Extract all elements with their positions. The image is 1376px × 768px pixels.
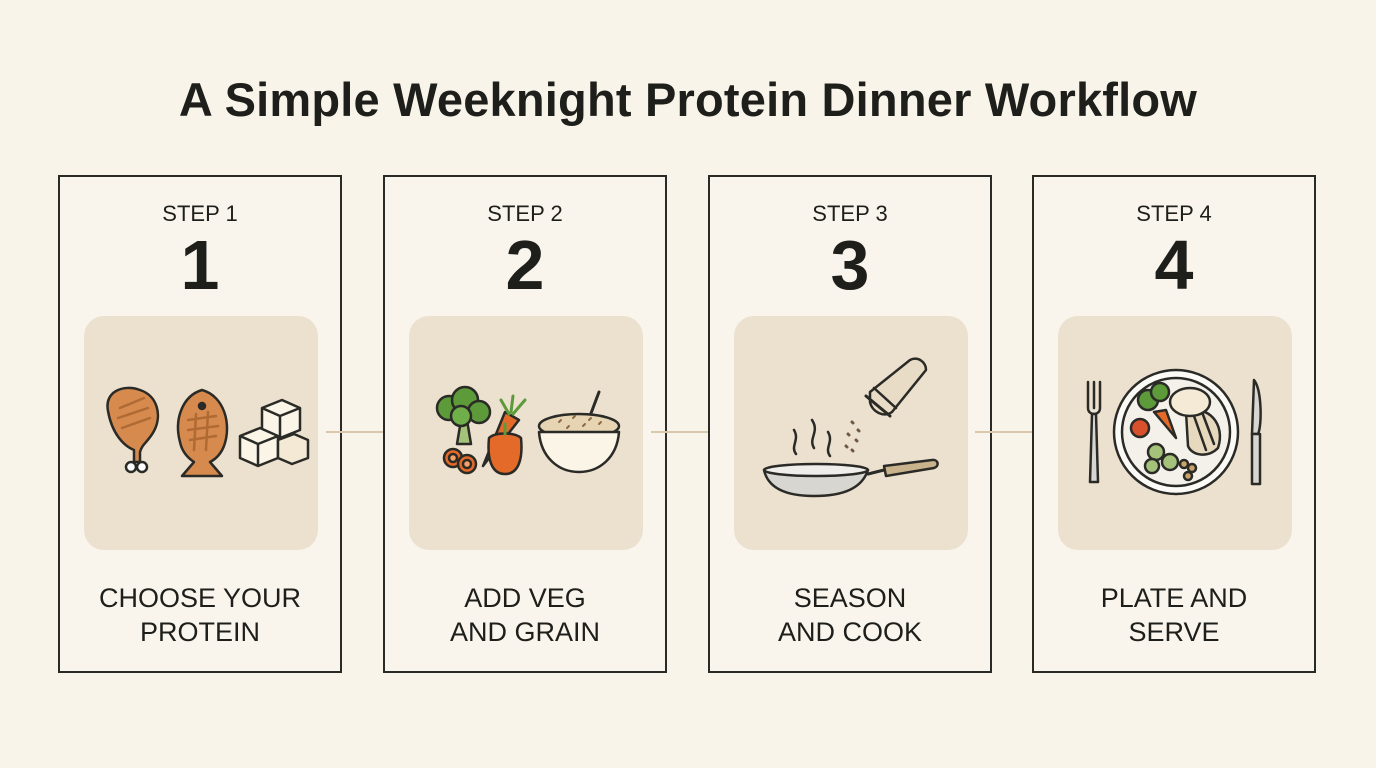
step-caption: CHOOSE YOUR PROTEIN — [60, 581, 340, 649]
step-label: STEP 4 — [1136, 201, 1212, 226]
step-label: STEP 2 — [487, 201, 563, 226]
step-number: 3 — [830, 226, 870, 304]
salt-shaker-icon — [844, 357, 928, 453]
caption-line: PLATE AND — [1100, 583, 1248, 613]
step-card-1: STEP 1 1 — [58, 175, 342, 673]
step-card-4: STEP 4 4 — [1032, 175, 1316, 673]
broccoli-icon — [435, 385, 492, 446]
page-title: A Simple Weeknight Protein Dinner Workfl… — [178, 73, 1198, 126]
step-label: STEP 1 — [162, 201, 238, 226]
step-card-3: STEP 3 3 — [708, 175, 992, 673]
caption-line: SERVE — [1128, 617, 1220, 647]
plate-icon — [1112, 368, 1240, 496]
step-number: 2 — [505, 226, 545, 304]
knife-icon — [1250, 378, 1262, 486]
step-card-2: STEP 2 2 — [383, 175, 667, 673]
frying-pan-icon — [762, 458, 939, 498]
chicken-drumstick-icon — [106, 386, 160, 474]
steam-icon — [792, 418, 832, 458]
fork-icon — [1086, 380, 1102, 484]
grain-bowl-icon — [537, 390, 621, 474]
fish-icon — [176, 388, 229, 478]
caption-line: PROTEIN — [139, 617, 260, 647]
caption-line: AND GRAIN — [449, 617, 601, 647]
step-illustration — [84, 316, 318, 550]
caption-line: ADD VEG — [464, 583, 586, 613]
step-label: STEP 3 — [812, 201, 888, 226]
caption-line: SEASON — [793, 583, 907, 613]
caption-line: AND COOK — [777, 617, 923, 647]
step-caption: SEASON AND COOK — [710, 581, 990, 649]
step-illustration — [409, 316, 643, 550]
bell-pepper-icon — [487, 422, 523, 476]
caption-line: CHOOSE YOUR — [98, 583, 302, 613]
step-caption: PLATE AND SERVE — [1034, 581, 1314, 649]
step-caption: ADD VEG AND GRAIN — [385, 581, 665, 649]
step-illustration — [1058, 316, 1292, 550]
tofu-cubes-icon — [238, 398, 310, 468]
step-number: 4 — [1154, 226, 1194, 304]
step-number: 1 — [180, 226, 220, 304]
step-illustration — [734, 316, 968, 550]
